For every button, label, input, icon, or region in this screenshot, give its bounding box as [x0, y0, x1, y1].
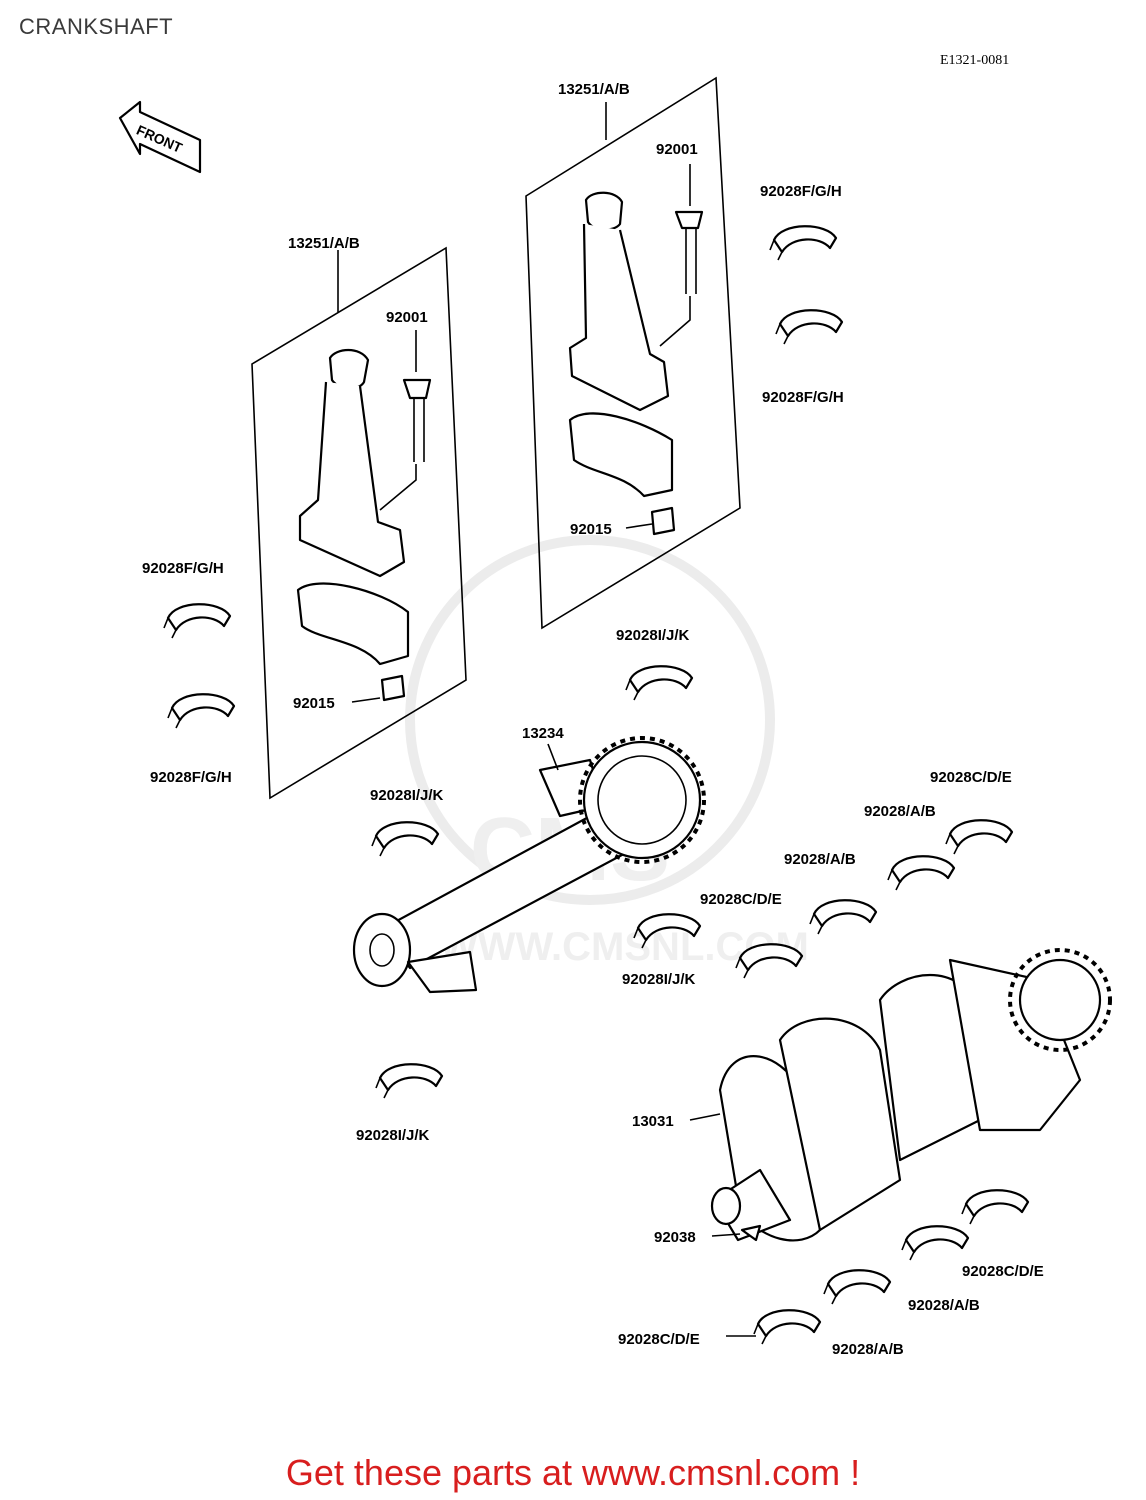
front-arrow-icon: FRONT [118, 100, 202, 174]
connecting-rod-right-panel [525, 76, 741, 630]
bearing-shell-icon [162, 603, 232, 640]
crankshaft [710, 948, 1112, 1242]
bearing-cde-label-3: 92028C/D/E [962, 1263, 1044, 1280]
bearing-shell-icon [370, 821, 440, 858]
rod-left-label: 13251/A/B [288, 235, 360, 252]
bearing-fgh-label-1: 92028F/G/H [760, 183, 842, 200]
bearing-shell-icon [960, 1189, 1030, 1226]
bearing-cde-label-1: 92028C/D/E [930, 769, 1012, 786]
bearing-shell-icon [886, 855, 956, 892]
balancer-label: 13234 [522, 725, 564, 742]
bearing-ijk-label-3: 92028I/J/K [622, 971, 696, 988]
bearing-shell-icon [900, 1225, 970, 1262]
bearing-fgh-label-2: 92028F/G/H [762, 389, 844, 406]
connecting-rod-left-panel [251, 246, 467, 800]
key-icon [740, 1224, 762, 1242]
nut-right-label: 92015 [570, 521, 612, 538]
bearing-ab-label-3: 92028/A/B [908, 1297, 980, 1314]
bearing-shell-icon [944, 819, 1014, 856]
key-label: 92038 [654, 1229, 696, 1246]
crankshaft-label: 13031 [632, 1113, 674, 1130]
bearing-ab-label-2: 92028/A/B [784, 851, 856, 868]
nut-left-label: 92015 [293, 695, 335, 712]
bearing-ijk-label-2: 92028I/J/K [370, 787, 444, 804]
bearing-shell-icon [808, 899, 878, 936]
bearing-shell-icon [822, 1269, 892, 1306]
bearing-cde-label-2: 92028C/D/E [700, 891, 782, 908]
bearing-ijk-label-1: 92028I/J/K [616, 627, 690, 644]
bearing-fgh-label-3: 92028F/G/H [142, 560, 224, 577]
bolt-right-label: 92001 [656, 141, 698, 158]
bearing-fgh-label-4: 92028F/G/H [150, 769, 232, 786]
bearing-shell-icon [774, 309, 844, 346]
bearing-cde-label-4: 92028C/D/E [618, 1331, 700, 1348]
bearing-shell-icon [374, 1063, 444, 1100]
reference-code: E1321-0081 [940, 53, 1009, 68]
rod-right-label: 13251/A/B [558, 81, 630, 98]
bearing-ab-label-4: 92028/A/B [832, 1341, 904, 1358]
bearing-ijk-label-4: 92028I/J/K [356, 1127, 430, 1144]
balancer-shaft [352, 736, 706, 994]
footer-cta-link[interactable]: Get these parts at www.cmsnl.com ! [285, 1452, 861, 1493]
bearing-shell-icon [624, 665, 694, 702]
page-title: CRANKSHAFT [19, 14, 174, 39]
bearing-shell-icon [166, 693, 236, 730]
bearing-ab-label-1: 92028/A/B [864, 803, 936, 820]
bearing-shell-icon [752, 1309, 822, 1346]
bolt-left-label: 92001 [386, 309, 428, 326]
bearing-shell-icon [768, 225, 838, 262]
